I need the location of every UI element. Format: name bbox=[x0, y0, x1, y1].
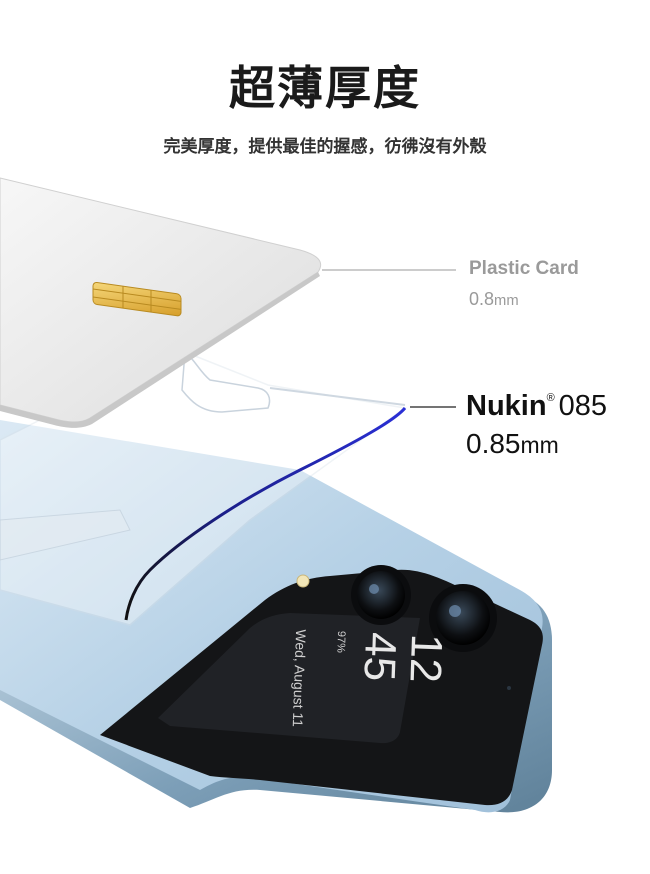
case-label: Nukin®085 bbox=[466, 390, 607, 423]
screen-battery: 97% bbox=[334, 631, 347, 654]
screen-clock-minutes: 45 bbox=[354, 631, 405, 682]
case-thickness-value: 0.85 bbox=[466, 428, 521, 459]
screen-clock-hours: 12 bbox=[400, 633, 451, 684]
screen-date: Wed, August 11 bbox=[290, 629, 309, 727]
microphone-hole bbox=[507, 686, 511, 690]
case-edge bbox=[124, 407, 407, 621]
registered-mark: ® bbox=[546, 392, 555, 404]
card-label: Plastic Card bbox=[469, 258, 579, 279]
card-thickness-unit: mm bbox=[494, 293, 519, 309]
clear-case-cutout bbox=[181, 350, 271, 413]
cover-display bbox=[158, 613, 420, 744]
flash bbox=[296, 574, 310, 588]
case-model: 085 bbox=[558, 390, 608, 422]
case-thickness: 0.85mm bbox=[466, 428, 559, 460]
camera-lens-1 bbox=[351, 565, 411, 625]
clear-case-hinge bbox=[0, 509, 131, 561]
card-chip bbox=[92, 282, 182, 317]
page-subtitle: 完美厚度，提供最佳的握感，彷彿沒有外殼 bbox=[163, 137, 487, 157]
page-title: 超薄厚度 bbox=[229, 61, 421, 115]
card-thickness: 0.8mm bbox=[469, 289, 519, 310]
card-thickness-value: 0.8 bbox=[469, 289, 495, 309]
camera-lens-2 bbox=[429, 584, 497, 652]
case-brand: Nukin bbox=[466, 390, 547, 422]
case-thickness-unit: mm bbox=[520, 432, 559, 458]
